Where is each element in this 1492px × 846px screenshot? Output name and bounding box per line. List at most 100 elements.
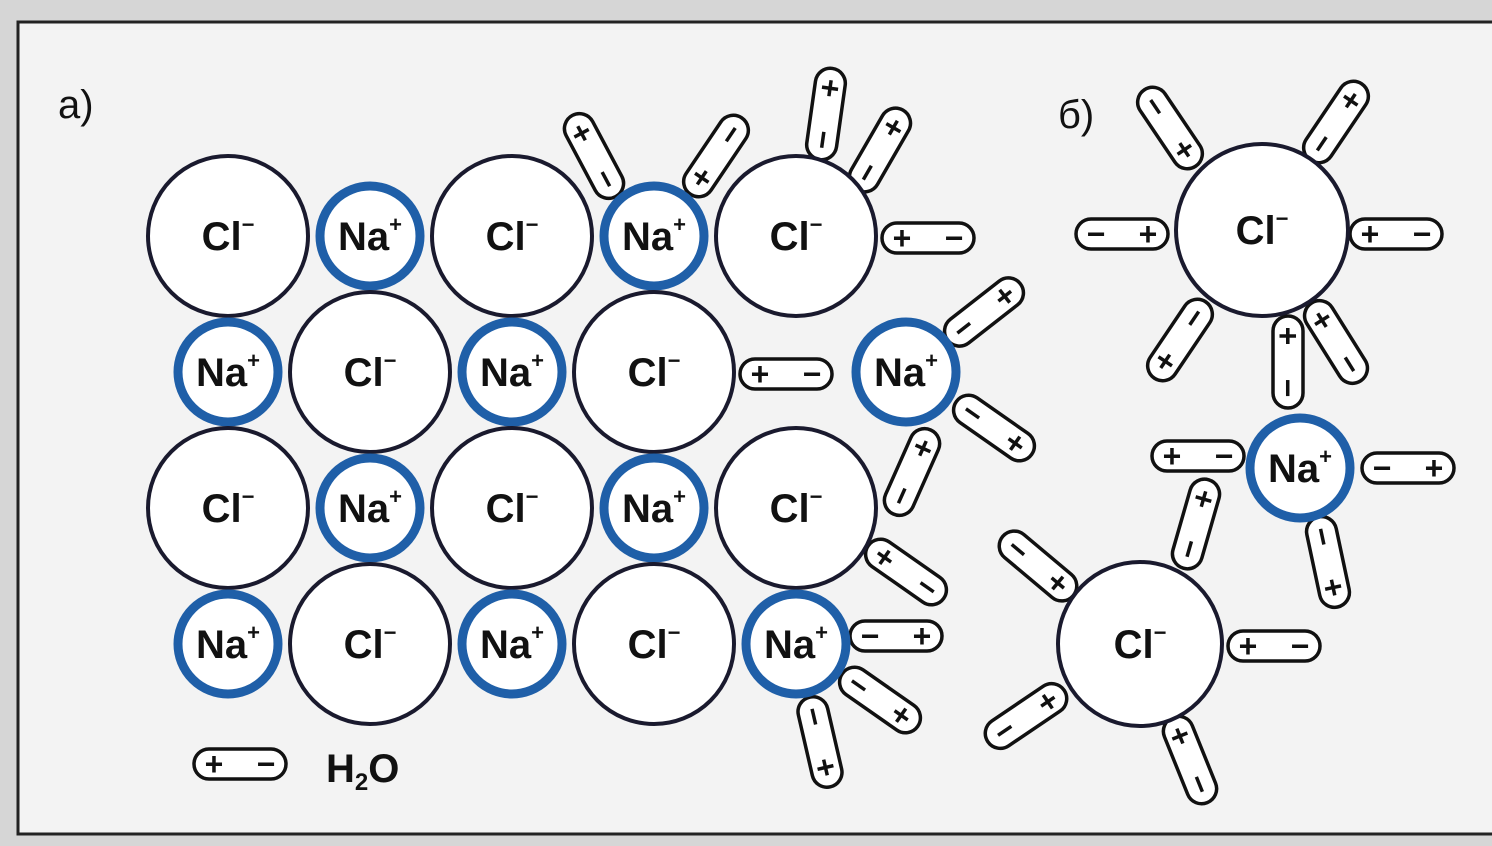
sodium-ion-label: Na+ (622, 212, 686, 259)
chloride-ion-circle (146, 426, 310, 590)
ion-charge: + (531, 348, 544, 373)
chloride-ion-circle (430, 154, 594, 318)
sodium-ion-circle (599, 453, 709, 563)
water-minus-sign: − (1270, 379, 1306, 398)
ion-symbol: Cl (486, 487, 526, 531)
water-capsule (1302, 298, 1370, 386)
ion-charge: + (673, 484, 686, 509)
chloride-ion-label: Cl− (202, 212, 255, 259)
chloride-ion-circle (1056, 560, 1224, 728)
water-minus-sign: − (803, 128, 841, 152)
chloride-ion: Cl− (430, 426, 594, 590)
sodium-ion-label: Na+ (480, 348, 544, 395)
water-capsule (1226, 629, 1322, 663)
sodium-ion-label: Na+ (622, 484, 686, 531)
sodium-ion-circle (741, 589, 851, 699)
ion-symbol: Cl (1236, 209, 1276, 253)
ion-charge: − (1276, 206, 1289, 231)
ion-symbol: Na (622, 215, 674, 259)
ion-symbol: Cl (628, 623, 668, 667)
water-capsule (1360, 451, 1456, 485)
legend-formula-h: H (326, 747, 355, 791)
ion-charge: + (389, 212, 402, 237)
water-plus-sign: + (1270, 327, 1306, 346)
ion-symbol: Cl (1114, 623, 1154, 667)
water-capsule (1271, 314, 1305, 410)
chloride-ion-label: Cl− (344, 620, 397, 667)
panel-a-label: а) (58, 83, 94, 127)
sodium-ion-label: Na+ (1268, 444, 1332, 491)
chloride-ion: Cl− (1056, 560, 1224, 728)
water-capsule (882, 426, 942, 518)
ions: Cl−Na+Cl−Na+Cl−Na+Cl−Na+Cl−Cl−Na+Cl−Na+C… (146, 142, 1355, 728)
water-plus-sign: + (751, 356, 770, 392)
sodium-ion-label: Na+ (196, 620, 260, 667)
ion-symbol: Na (196, 351, 248, 395)
water-minus-sign: − (803, 356, 822, 392)
chloride-ion: Cl− (714, 154, 878, 318)
chloride-ion-label: Cl− (1114, 620, 1167, 667)
ion-charge: + (673, 212, 686, 237)
water-molecule: −+ (983, 681, 1069, 751)
chloride-ion-label: Cl− (344, 348, 397, 395)
ion-symbol: Na (196, 623, 248, 667)
ion-symbol: Na (1268, 447, 1320, 491)
sodium-ion-circle (599, 181, 709, 291)
water-molecule: −+ (1135, 85, 1205, 171)
water-molecule: −+ (1360, 450, 1456, 486)
legend-water-molecule: +− (192, 746, 288, 782)
chloride-ion: Cl− (288, 290, 452, 454)
sodium-ion-circle (173, 317, 283, 427)
ion-symbol: Cl (486, 215, 526, 259)
chloride-ion-circle (146, 154, 310, 318)
ion-symbol: Cl (344, 623, 384, 667)
water-molecule: +− (863, 537, 949, 607)
water-capsule (1348, 217, 1444, 251)
ion-charge: − (526, 212, 539, 237)
water-capsule (983, 681, 1069, 751)
chloride-ion: Cl− (572, 290, 736, 454)
chloride-ion-circle (572, 562, 736, 726)
water-minus-sign: − (1373, 450, 1392, 486)
sodium-ion: Na+ (315, 453, 425, 563)
ion-charge: + (389, 484, 402, 509)
water-molecule: −+ (1074, 216, 1170, 252)
water-minus-sign: − (1087, 216, 1106, 252)
sodium-ion-label: Na+ (764, 620, 828, 667)
ion-symbol: Na (338, 487, 390, 531)
water-molecule: +− (681, 113, 751, 199)
panel-b-label: б) (1058, 93, 1094, 137)
ion-charge: − (526, 484, 539, 509)
chloride-ion-circle (288, 290, 452, 454)
sodium-ion: Na+ (1245, 413, 1355, 523)
ion-symbol: Na (480, 623, 532, 667)
water-molecule: −+ (837, 665, 923, 735)
water-capsule (951, 393, 1037, 463)
ion-symbol: Na (480, 351, 532, 395)
chloride-ion-label: Cl− (202, 484, 255, 531)
water-molecule: −+ (1169, 477, 1223, 571)
chloride-ion: Cl− (288, 562, 452, 726)
sodium-ion: Na+ (457, 317, 567, 427)
legend: +− H2O (192, 746, 399, 796)
water-capsule (562, 111, 626, 201)
chloride-ion-label: Cl− (1236, 206, 1289, 253)
ion-charge: − (242, 484, 255, 509)
ion-charge: + (247, 348, 260, 373)
chloride-ion-label: Cl− (770, 212, 823, 259)
ion-charge: − (384, 348, 397, 373)
water-minus-sign: − (257, 746, 276, 782)
water-molecule: −+ (951, 393, 1037, 463)
water-molecule: −+ (803, 66, 849, 162)
water-minus-sign: − (945, 220, 964, 256)
water-capsule (1145, 297, 1215, 383)
chloride-ion-circle (572, 290, 736, 454)
sodium-ion: Na+ (599, 453, 709, 563)
sodium-ion: Na+ (173, 317, 283, 427)
sodium-ion-circle (457, 589, 567, 699)
water-molecule: −+ (1303, 514, 1353, 610)
sodium-ion: Na+ (599, 181, 709, 291)
water-molecule: +− (562, 111, 626, 201)
legend-formula-o: O (368, 747, 399, 791)
chloride-ion-circle (288, 562, 452, 726)
